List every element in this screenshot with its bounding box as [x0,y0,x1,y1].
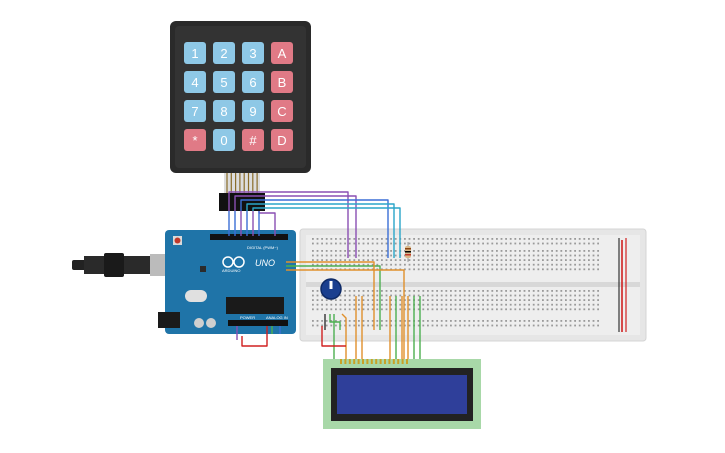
potentiometer[interactable] [320,278,342,300]
keypad-4x4[interactable]: 1 2 3 A 4 5 6 B 7 8 9 C * 0 # D [170,21,311,211]
wire-26[interactable] [321,326,346,347]
resistor[interactable] [405,242,411,262]
keypad-key-label: A [278,46,287,61]
digital-header [210,234,288,240]
analog-label: ANALOG IN [266,315,288,320]
keypad-key-2-1[interactable]: 8 [213,100,235,122]
led-indicator [200,266,206,272]
reset-button[interactable] [174,237,181,244]
wire-2[interactable] [240,199,389,258]
keypad-key-label: 4 [191,75,198,90]
arduino-model-label: UNO [255,258,275,268]
keypad-key-0-0[interactable]: 1 [184,42,206,64]
keypad-key-0-2[interactable]: 3 [242,42,264,64]
keypad-keys: 1 2 3 A 4 5 6 B 7 8 9 C * 0 # D [184,42,293,151]
wires [228,191,623,359]
arduino-uno[interactable]: ARDUINO UNO DIGITAL (PWM~) POWER ANALOG … [158,230,296,334]
keypad-key-label: D [277,133,286,148]
keypad-key-3-3[interactable]: D [271,129,293,151]
keypad-key-label: 8 [220,104,227,119]
capacitor-2 [206,318,216,328]
keypad-key-label: 3 [249,46,256,61]
keypad-key-label: 2 [220,46,227,61]
keypad-key-label: 7 [191,104,198,119]
wire-25[interactable] [241,326,268,347]
wire-29[interactable] [329,314,341,330]
keypad-key-3-1[interactable]: 0 [213,129,235,151]
wire-0[interactable] [228,191,349,258]
keypad-key-label: 9 [249,104,256,119]
wire-12[interactable] [286,265,381,330]
wire-14[interactable] [286,261,375,330]
keypad-key-0-1[interactable]: 2 [213,42,235,64]
lcd-screen [337,375,467,414]
keypad-key-2-2[interactable]: 9 [242,100,264,122]
keypad-key-1-1[interactable]: 5 [213,71,235,93]
wire-13[interactable] [286,269,405,359]
dc-barrel-jack [158,312,180,328]
keypad-key-label: 5 [220,75,227,90]
keypad-key-1-0[interactable]: 4 [184,71,206,93]
keypad-key-label: * [192,133,197,148]
capacitor-1 [194,318,204,328]
keypad-key-label: 0 [220,133,227,148]
keypad-key-label: C [277,104,286,119]
keypad-key-1-2[interactable]: 6 [242,71,264,93]
keypad-ribbon-cable [219,173,265,211]
breadboard-center-channel [306,282,640,287]
keypad-key-0-3[interactable]: A [271,42,293,64]
power-analog-header [228,320,288,326]
power-label: POWER [240,315,255,320]
keypad-key-label: # [249,133,257,148]
lcd-16x2[interactable] [323,359,481,429]
breadboard[interactable] [299,228,647,342]
digital-header-label: DIGITAL (PWM~) [247,245,279,250]
keypad-key-3-0[interactable]: * [184,129,206,151]
keypad-key-2-3[interactable]: C [271,100,293,122]
keypad-key-2-0[interactable]: 7 [184,100,206,122]
arduino-brand-label: ARDUINO [222,268,240,273]
keypad-key-1-3[interactable]: B [271,71,293,93]
crystal-oscillator [185,290,207,302]
wire-3[interactable] [246,203,395,258]
usb-cable [72,253,168,277]
keypad-key-label: B [278,75,287,90]
arduino-logo [222,256,245,268]
keypad-connector [219,193,265,211]
wire-4[interactable] [252,207,401,258]
lcd-pins [340,359,408,364]
keypad-key-label: 6 [249,75,256,90]
potentiometer-knob-indicator [329,281,333,289]
keypad-key-label: 1 [191,46,198,61]
keypad-key-3-2[interactable]: # [242,129,264,151]
usb-port [150,254,168,276]
wire-1[interactable] [234,195,357,258]
atmega-chip [226,297,284,314]
